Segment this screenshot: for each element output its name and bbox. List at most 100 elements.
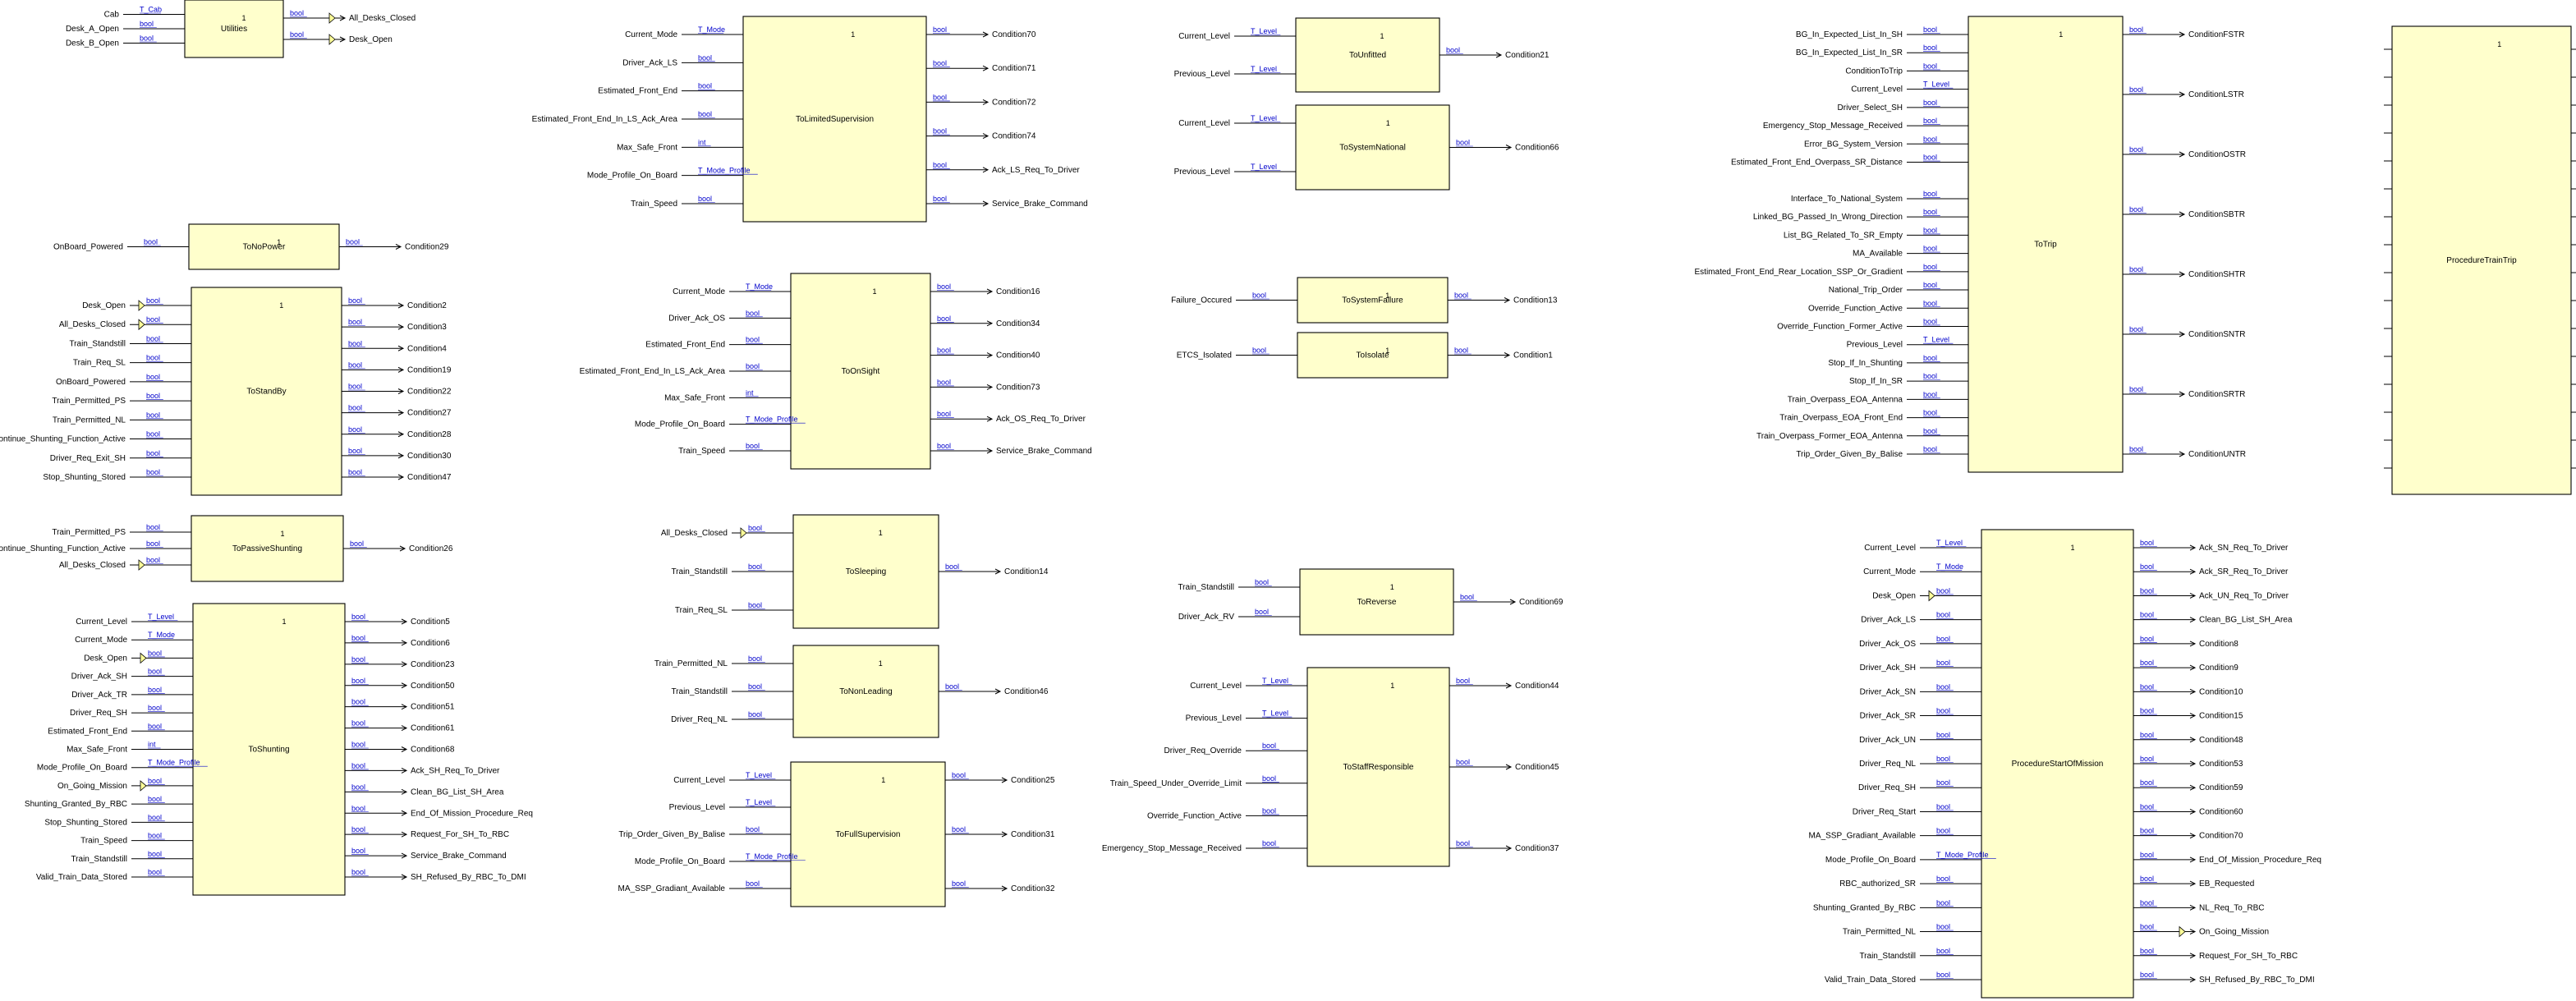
block-toonsight[interactable]: ToOnSight1Current_ModeT_ModeDriver_Ack_O… [580,273,1092,470]
block-body[interactable] [1299,568,1454,636]
block-body[interactable] [792,514,939,629]
block-topassiveshunting[interactable]: ToPassiveShunting1Train_Permitted_PSbool… [0,515,453,582]
block-body[interactable] [790,273,931,470]
block-tounfitted[interactable]: ToUnfitted1Current_LevelT_LevelPrevious_… [1174,17,1550,93]
block-body[interactable] [1295,104,1450,191]
block-tolimitedsupervision[interactable]: ToLimitedSupervision1Current_ModeT_ModeD… [532,16,1088,223]
block-toreverse[interactable]: ToReverse1Train_StandstillboolDriver_Ack… [1178,568,1564,636]
block-body[interactable] [184,0,284,58]
block-utilities[interactable]: Utilities1CabT_CabDesk_A_OpenboolDesk_B_… [66,0,416,58]
input-port-estimated-front-end-overpass-sr-distance[interactable]: Estimated_Front_End_Overpass_SR_Distance… [1731,154,1968,168]
block-totrip[interactable]: ToTrip1BG_In_Expected_List_In_SHboolBG_I… [1695,16,2247,473]
block-body[interactable] [191,287,342,496]
block-body[interactable] [742,16,927,223]
block-body[interactable] [1297,277,1449,324]
block-tosleeping[interactable]: ToSleeping1All_Desks_ClosedboolTrain_Sta… [661,514,1049,629]
